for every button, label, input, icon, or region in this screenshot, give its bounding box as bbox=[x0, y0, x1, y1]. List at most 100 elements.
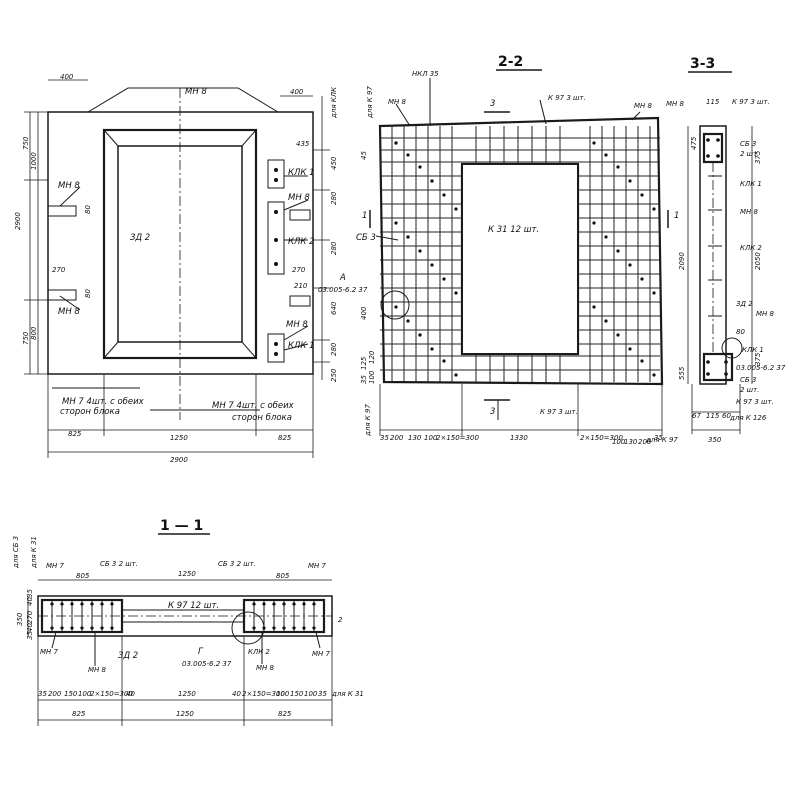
plan-bar-dot bbox=[292, 602, 296, 606]
dim-left-1000: 1000 bbox=[30, 152, 38, 170]
label-sb3-a: СБ 3 2 шт. bbox=[100, 560, 138, 568]
bar-dot bbox=[592, 221, 596, 225]
label-mn8-a: МН 8 bbox=[388, 98, 407, 106]
label-zd2: ЗД 2 bbox=[130, 233, 150, 243]
label-mn8-top: МН 8 bbox=[185, 87, 207, 97]
bottom-chord-box bbox=[702, 352, 734, 382]
dim-2050: 2050 bbox=[754, 252, 762, 270]
label-ref-3: 03.005-6.2 37 bbox=[736, 364, 786, 372]
dim-p1-100b: 100 bbox=[276, 690, 290, 698]
dim-p1-150a: 150 bbox=[64, 690, 78, 698]
label-zd2-3: ЗД 2 bbox=[736, 300, 753, 308]
view-facade: 400 МН 8 400 для КЛК 750 2900 1000 750 8… bbox=[14, 73, 368, 464]
mark-1-left: 1 bbox=[362, 211, 367, 221]
bar-dot bbox=[616, 249, 620, 253]
plan-bar-dot bbox=[70, 602, 74, 606]
label-sb3b-count-3: 2 шт. bbox=[740, 386, 759, 394]
bar-dot bbox=[454, 207, 458, 211]
plan-bar-dot bbox=[282, 626, 286, 630]
dim-80-3: 80 bbox=[736, 328, 745, 336]
plan-bar-dot bbox=[312, 626, 316, 630]
plan-bar-dot bbox=[110, 626, 114, 630]
panel-outline bbox=[47, 111, 314, 375]
label-zd2-plan: ЗД 2 bbox=[118, 651, 138, 661]
plan-bar-dot bbox=[292, 626, 296, 630]
label-dlya-k126: для К 126 bbox=[729, 414, 767, 422]
title-section-2-2: 2-2 bbox=[498, 54, 523, 70]
dim-right-250: 250 bbox=[330, 368, 338, 382]
dim-left-120: 120 bbox=[368, 350, 376, 364]
dim-left-125: 125 bbox=[360, 356, 368, 370]
label-mn7-left: МН 7 4шт. с обеих bbox=[62, 397, 145, 407]
dim-left-400: 400 bbox=[360, 306, 368, 320]
bar-dot bbox=[616, 333, 620, 337]
mesh-grid bbox=[380, 126, 660, 382]
dim-p1-100c: 100 bbox=[304, 690, 318, 698]
dim-right-280c: 280 bbox=[330, 342, 338, 356]
dim-top-400a: 400 bbox=[60, 73, 74, 81]
dim-210: 210 bbox=[294, 282, 308, 290]
label-mn8-3: МН 8 bbox=[666, 100, 685, 108]
dim-p1-40a: 40 bbox=[126, 690, 135, 698]
dim-805a: 805 bbox=[76, 572, 90, 580]
opening-fill bbox=[463, 165, 577, 353]
bar-dot bbox=[640, 277, 644, 281]
bar-dot bbox=[604, 319, 608, 323]
dim-40-plan-a: 40 bbox=[26, 597, 34, 606]
plan-bar-dot bbox=[70, 626, 74, 630]
dim-b-200a: 200 bbox=[390, 434, 404, 442]
detail-circle bbox=[380, 290, 410, 320]
bar-dot bbox=[406, 153, 410, 157]
label-mn7-right: МН 7 4шт. с обеих bbox=[212, 401, 295, 411]
plan-bar-dot bbox=[272, 626, 276, 630]
label-mn7-left-2: сторон блока bbox=[60, 407, 120, 417]
label-klk1-a: КЛК 1 bbox=[288, 168, 315, 178]
dim-b-100b: 100 bbox=[612, 438, 626, 446]
cage-opening bbox=[460, 162, 580, 356]
label-klk1-b: КЛК 1 bbox=[288, 341, 315, 351]
dim-p1-40b: 40 bbox=[232, 690, 241, 698]
plan-bar-dot bbox=[302, 602, 306, 606]
dim-p1-150b: 150 bbox=[290, 690, 304, 698]
label-mn8-b: МН 8 bbox=[634, 102, 653, 110]
bar-dot bbox=[604, 235, 608, 239]
label-mn8-left-b: МН 8 bbox=[58, 307, 80, 317]
dim-1250-top: 1250 bbox=[178, 570, 196, 578]
dim-p1-100a: 100 bbox=[78, 690, 92, 698]
dim-350-plan: 350 bbox=[16, 612, 24, 626]
dim-left-100: 100 bbox=[368, 370, 376, 384]
dim-left-750a: 750 bbox=[22, 136, 30, 150]
plan-bar-dot bbox=[80, 602, 84, 606]
dim-b-35b: 35 bbox=[654, 434, 663, 442]
dim-80b: 80 bbox=[84, 289, 92, 298]
label-mn8-br: МН 8 bbox=[256, 664, 275, 672]
label-ref-plan: 03.005-6.2 37 bbox=[182, 660, 232, 668]
label-sb3: СБ 3 bbox=[356, 233, 376, 243]
bar-dot bbox=[418, 333, 422, 337]
dim-b-300a: 2×150=300 bbox=[436, 434, 479, 442]
plan-bar-dot bbox=[50, 602, 54, 606]
dim-b-1330: 1330 bbox=[510, 434, 528, 442]
label-dlya-k97-top: для К 97 bbox=[366, 86, 374, 119]
bar-dot bbox=[652, 291, 656, 295]
bar-dot bbox=[616, 165, 620, 169]
label-mark-a: А bbox=[339, 273, 346, 283]
label-mn8c-3: МН 8 bbox=[756, 310, 775, 318]
bar-dot bbox=[628, 179, 632, 183]
bar-dot bbox=[628, 347, 632, 351]
plan-bar-dot bbox=[252, 626, 256, 630]
dim-bottom-1250: 1250 bbox=[170, 434, 188, 442]
dim-b-200b: 200 bbox=[638, 438, 652, 446]
label-klk2-plan: КЛК 2 bbox=[248, 648, 270, 656]
bar-dot bbox=[418, 249, 422, 253]
dim-b-100a: 100 bbox=[424, 434, 438, 442]
bar-dot bbox=[394, 221, 398, 225]
bar-dot bbox=[394, 141, 398, 145]
label-mn8b-3: МН 8 bbox=[740, 208, 759, 216]
dim-p2-1250: 1250 bbox=[176, 710, 194, 718]
dim-p1-300a: 2×150=300 bbox=[90, 690, 133, 698]
bar-dot bbox=[442, 359, 446, 363]
plan-bar-dot bbox=[100, 602, 104, 606]
bar-dot bbox=[406, 235, 410, 239]
